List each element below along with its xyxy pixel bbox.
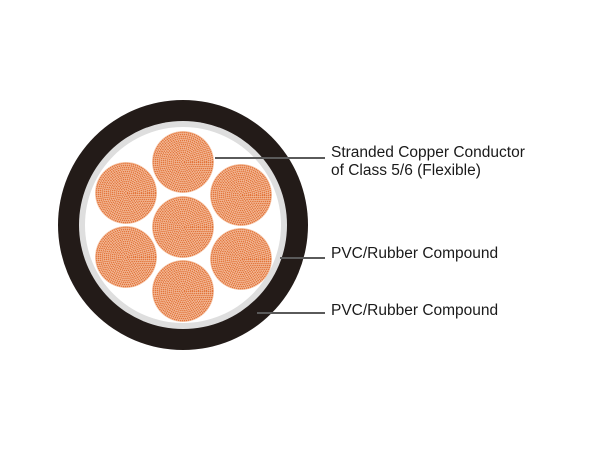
copper-core [95, 162, 157, 224]
copper-core [210, 164, 272, 226]
conductor-label-line2: of Class 5/6 (Flexible) [331, 162, 481, 179]
copper-core [95, 226, 157, 288]
sheath-label: PVC/Rubber Compound [331, 302, 499, 319]
copper-core [152, 131, 214, 193]
copper-core [152, 260, 214, 322]
insulation-label: PVC/Rubber Compound [331, 245, 499, 262]
conductor-label-line1: Stranded Copper Conductor [331, 144, 525, 161]
copper-core [152, 196, 214, 258]
conductor-label: Stranded Copper Conductor of Class 5/6 (… [331, 144, 525, 180]
copper-core [210, 228, 272, 290]
leader-lines [215, 157, 325, 314]
